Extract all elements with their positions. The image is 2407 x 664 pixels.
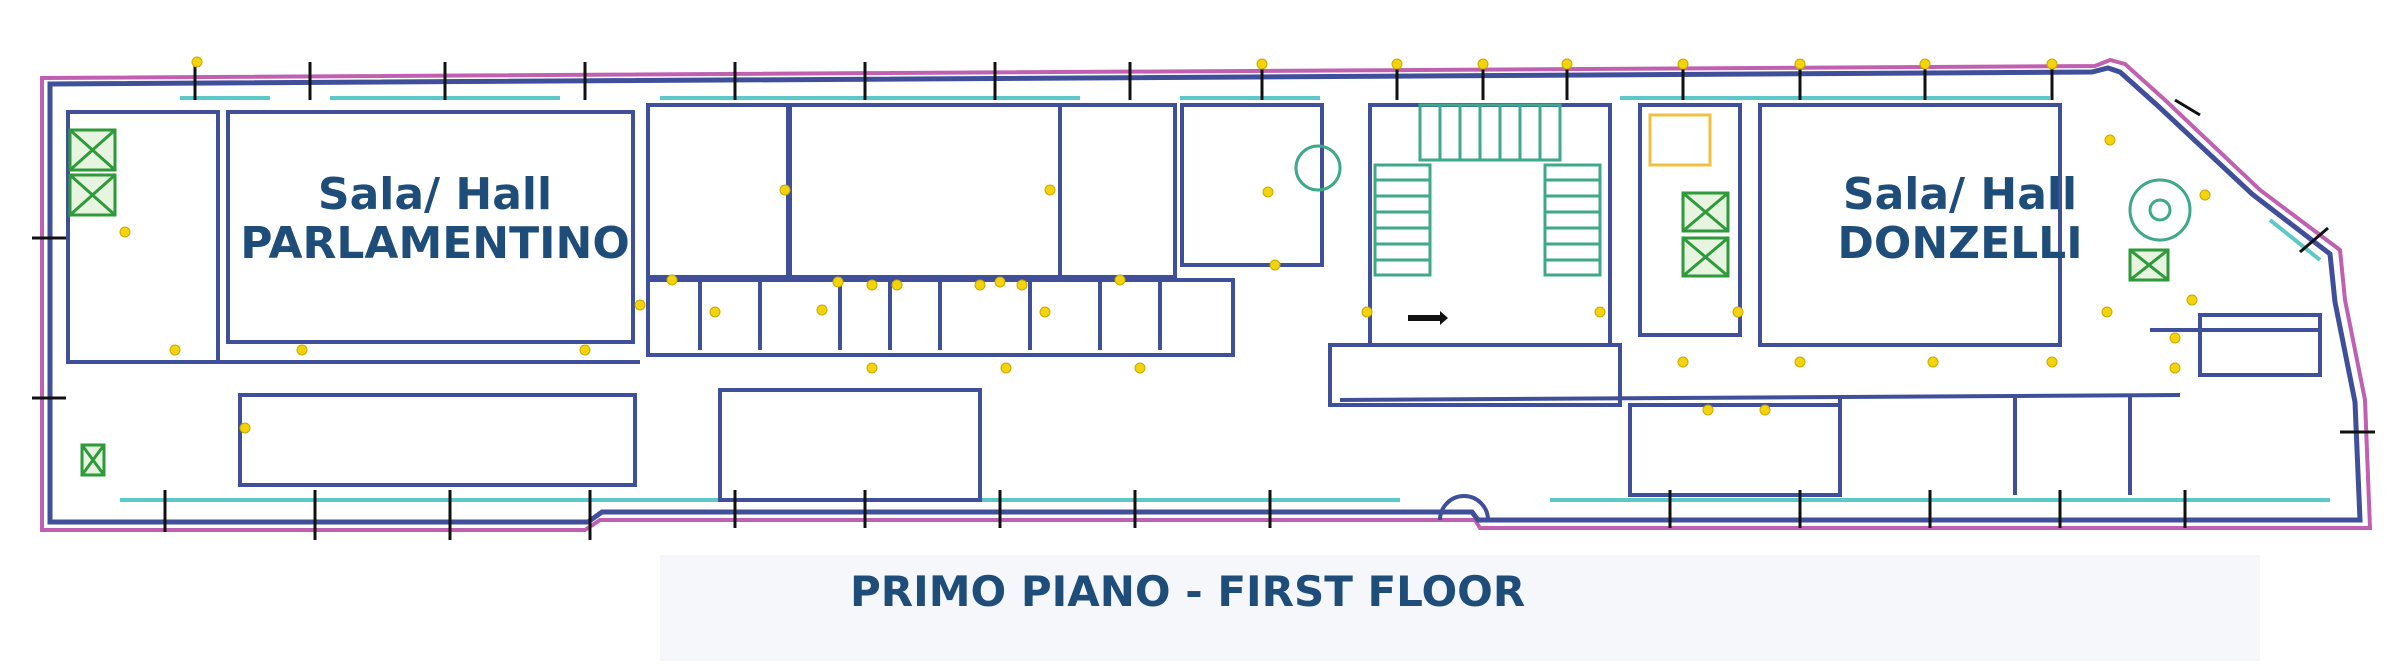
outer-boundary-inner (47, 65, 2363, 525)
window-lines (120, 96, 2330, 502)
arrow-icon (1408, 311, 1448, 325)
room-label-parlamentino: Sala/ Hall PARLAMENTINO (240, 170, 630, 269)
floor-title-banner: PRIMO PIANO - FIRST FLOOR (660, 555, 2260, 661)
interior-walls (66, 103, 2322, 521)
room-label-line2: DONZELLI (1837, 218, 2083, 270)
room-label-line1: Sala/ Hall (317, 169, 553, 220)
room-label-donzelli: Sala/ Hall DONZELLI (1815, 170, 2105, 269)
door-markers (119, 56, 2211, 434)
lifts (68, 128, 2170, 477)
room-label-line2: PARLAMENTINO (240, 218, 630, 270)
floor-title: PRIMO PIANO - FIRST FLOOR (850, 567, 1526, 616)
stairs (1294, 103, 2192, 277)
outer-boundary (40, 57, 2373, 532)
exit-ticks (32, 62, 2375, 540)
room-label-line1: Sala/ Hall (1842, 169, 2078, 220)
